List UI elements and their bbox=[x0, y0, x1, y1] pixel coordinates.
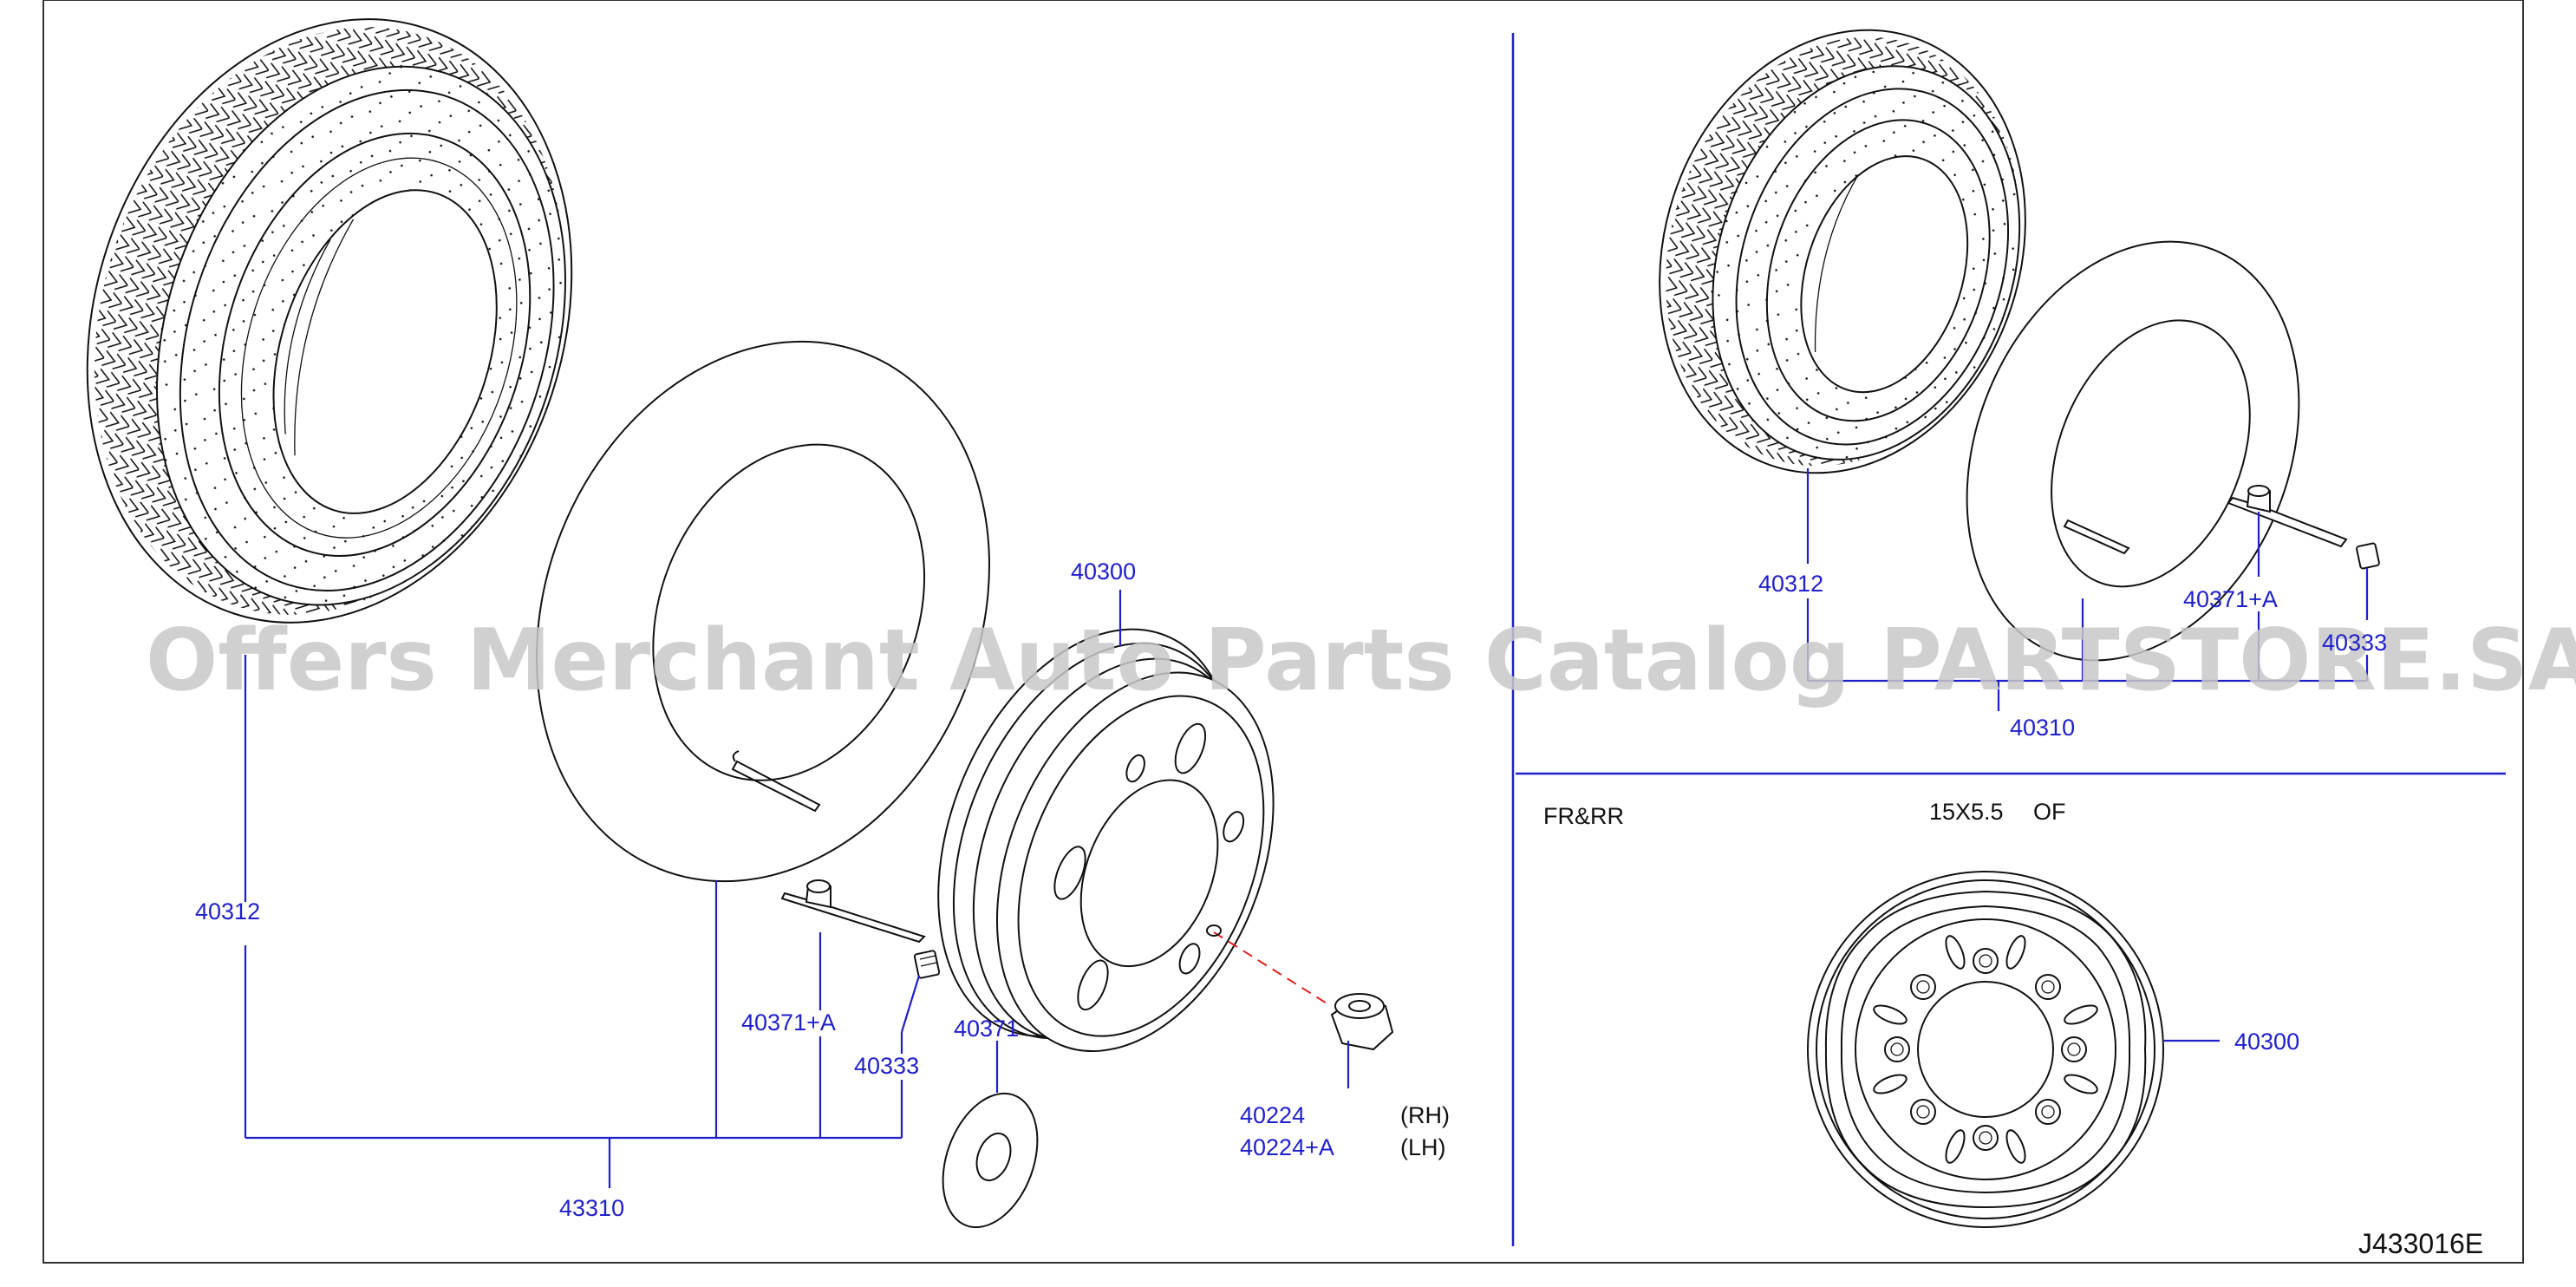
note-position: FR&RR bbox=[1543, 803, 1624, 829]
part-label-40333-right[interactable]: 40333 bbox=[2322, 630, 2387, 656]
diagram-frame bbox=[42, 0, 2524, 1264]
part-label-40371a-right[interactable]: 40371+A bbox=[2183, 586, 2278, 612]
part-label-40333-left[interactable]: 40333 bbox=[854, 1053, 919, 1079]
drawing-code: J433016E bbox=[2358, 1228, 2483, 1259]
part-label-40224a[interactable]: 40224+A bbox=[1240, 1134, 1334, 1160]
right-tube-illustration bbox=[1966, 240, 2300, 662]
left-valve-cap-illustration bbox=[913, 950, 941, 979]
right-tire-illustration bbox=[1659, 29, 2026, 474]
stud-holes bbox=[1884, 948, 2087, 1151]
note-lh: (LH) bbox=[1400, 1134, 1446, 1160]
left-wheel-illustration bbox=[937, 628, 1275, 1053]
left-wheel-nut-illustration bbox=[1206, 924, 1394, 1051]
part-label-40224[interactable]: 40224 bbox=[1240, 1102, 1305, 1128]
left-flap-illustration bbox=[942, 1092, 1039, 1229]
leader-lines bbox=[244, 468, 2369, 1188]
part-label-40300-right[interactable]: 40300 bbox=[2234, 1029, 2299, 1055]
left-tube-illustration bbox=[536, 340, 990, 883]
part-label-40312-right[interactable]: 40312 bbox=[1758, 571, 1823, 597]
right-valve-illustration bbox=[2227, 485, 2380, 570]
part-label-40300-left[interactable]: 40300 bbox=[1071, 559, 1136, 585]
part-label-40371[interactable]: 40371 bbox=[954, 1016, 1019, 1042]
note-size: 15X5.5 bbox=[1929, 799, 2004, 825]
left-valve-illustration bbox=[780, 879, 926, 944]
note-rh: (RH) bbox=[1400, 1102, 1450, 1128]
note-offset: OF bbox=[2033, 799, 2066, 825]
part-label-40310[interactable]: 40310 bbox=[2010, 715, 2075, 741]
part-label-40371a-left[interactable]: 40371+A bbox=[741, 1009, 836, 1035]
left-tire-illustration bbox=[86, 18, 573, 624]
part-label-40312-left[interactable]: 40312 bbox=[195, 898, 260, 924]
vent-slots bbox=[1873, 935, 2098, 1164]
part-label-43310[interactable]: 43310 bbox=[559, 1195, 624, 1221]
watermark-text: Offers Merchant Auto Parts Catalog PARTS… bbox=[146, 611, 2576, 710]
right-wheel-illustration bbox=[1807, 871, 2164, 1228]
